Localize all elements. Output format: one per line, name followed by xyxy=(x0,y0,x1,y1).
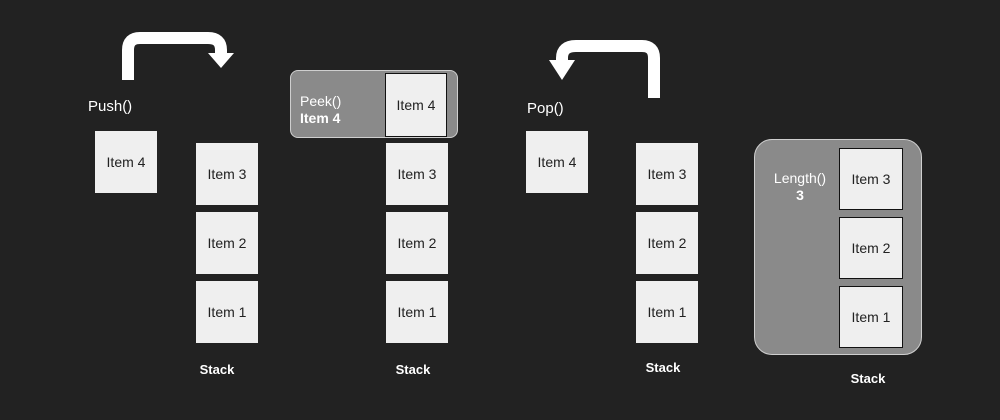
peek-label: Peek() Item 4 xyxy=(300,93,341,127)
push-stack-item-3: Item 3 xyxy=(196,143,258,205)
pop-stack-label: Stack xyxy=(645,360,681,375)
push-stack-item-1: Item 1 xyxy=(196,281,258,343)
length-stack-item-2: Item 2 xyxy=(839,217,903,279)
length-method: Length() xyxy=(773,170,827,186)
push-label: Push() xyxy=(88,98,133,115)
length-label: Length() 3 xyxy=(770,170,830,204)
peek-stack-item-2: Item 2 xyxy=(386,212,448,274)
length-stack-item-3: Item 3 xyxy=(839,148,903,210)
pop-label: Pop() xyxy=(527,100,564,117)
peek-top-item: Item 4 xyxy=(385,73,447,137)
peek-result: Item 4 xyxy=(300,110,341,126)
pop-stack-item-2: Item 2 xyxy=(636,212,698,274)
peek-stack-item-3: Item 3 xyxy=(386,143,448,205)
peek-stack-item-1: Item 1 xyxy=(386,281,448,343)
push-incoming-item: Item 4 xyxy=(95,131,157,193)
length-result: 3 xyxy=(796,187,804,203)
push-stack-label: Stack xyxy=(199,362,235,377)
length-stack-label: Stack xyxy=(850,371,886,386)
length-stack-item-1: Item 1 xyxy=(839,286,903,348)
pop-stack-item-1: Item 1 xyxy=(636,281,698,343)
push-stack-item-2: Item 2 xyxy=(196,212,258,274)
pop-outgoing-item: Item 4 xyxy=(526,131,588,193)
pop-stack-item-3: Item 3 xyxy=(636,143,698,205)
peek-method: Peek() xyxy=(300,93,342,109)
peek-stack-label: Stack xyxy=(395,362,431,377)
